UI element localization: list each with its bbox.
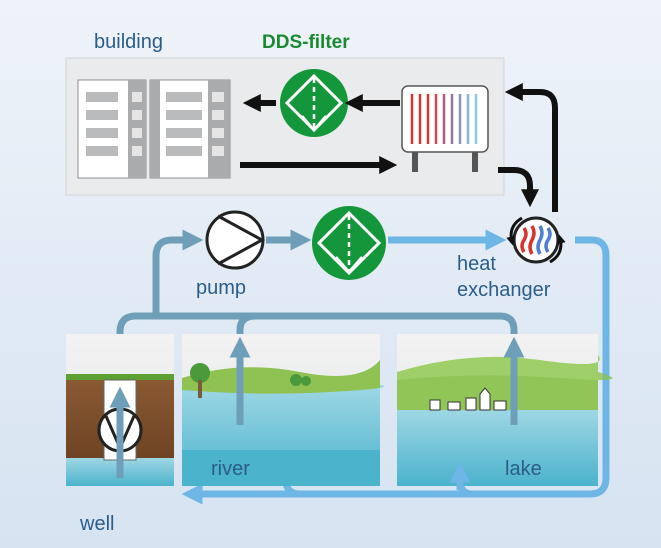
pump-icon — [205, 210, 266, 270]
circuit-supply-line — [504, 83, 558, 212]
building-icon — [77, 79, 231, 179]
dds-filter-bottom-icon — [312, 206, 386, 280]
label-river: river — [211, 458, 250, 480]
heat-exchanger-icon — [506, 216, 566, 264]
label-lake: lake — [505, 458, 542, 480]
label-well: well — [79, 513, 114, 535]
building-panel — [65, 57, 505, 196]
label-pump: pump — [196, 277, 246, 299]
radiator-icon — [401, 85, 489, 172]
label-dds-filter: DDS-filter — [262, 32, 350, 53]
dds-filter-top-icon — [280, 69, 348, 137]
label-heat: heat — [457, 253, 496, 275]
label-building: building — [94, 31, 163, 53]
label-exchanger: exchanger — [457, 279, 551, 301]
circuit-return-line — [498, 167, 539, 208]
river-scene — [182, 334, 385, 486]
lake-scene — [397, 334, 613, 486]
